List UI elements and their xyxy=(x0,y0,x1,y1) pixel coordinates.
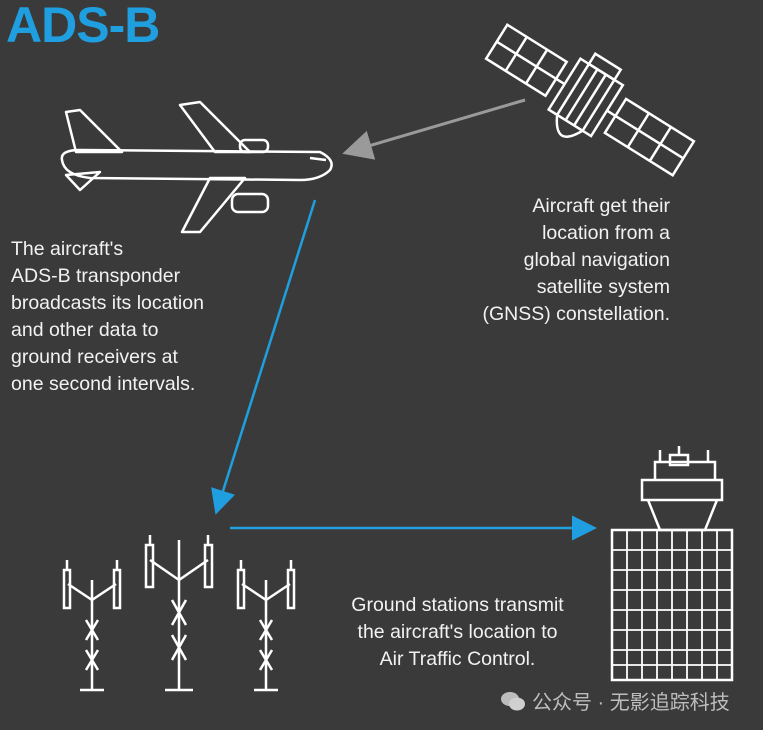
broadcast-arrow xyxy=(211,199,317,515)
aircraft-broadcast-caption: The aircraft's ADS-B transponder broadca… xyxy=(11,236,204,398)
caption-line: ground receivers at xyxy=(11,346,178,368)
caption-line: one second intervals. xyxy=(11,373,196,395)
caption-line: Ground stations transmit xyxy=(351,594,564,616)
caption-line: global navigation xyxy=(523,249,670,271)
caption-line: (GNSS) constellation. xyxy=(482,303,671,325)
caption-line: Air Traffic Control. xyxy=(379,648,536,670)
caption-line: ADS-B transponder xyxy=(11,265,181,287)
ground-station-towers-icon xyxy=(62,535,296,692)
caption-line: Aircraft get their xyxy=(532,195,670,217)
air-traffic-control-tower-icon xyxy=(610,446,734,682)
ground-station-caption: Ground stations transmit the aircraft's … xyxy=(320,592,595,673)
caption-line: location from a xyxy=(542,222,670,244)
caption-line: broadcasts its location xyxy=(11,292,204,314)
caption-line: the aircraft's location to xyxy=(357,621,558,643)
caption-line: The aircraft's xyxy=(11,238,124,260)
satellite-icon xyxy=(484,23,696,177)
caption-line: and other data to xyxy=(11,319,159,341)
caption-line: satellite system xyxy=(536,276,670,298)
wechat-icon xyxy=(501,691,525,710)
airplane-icon xyxy=(60,100,333,234)
gnss-signal-arrow xyxy=(342,98,526,160)
watermark: 公众号 · 无影追踪科技 xyxy=(500,686,730,715)
watermark-text: 公众号 · 无影追踪科技 xyxy=(532,692,730,714)
page-title: ADS-B xyxy=(6,0,160,53)
gnss-caption: Aircraft get their location from a globa… xyxy=(440,193,671,328)
